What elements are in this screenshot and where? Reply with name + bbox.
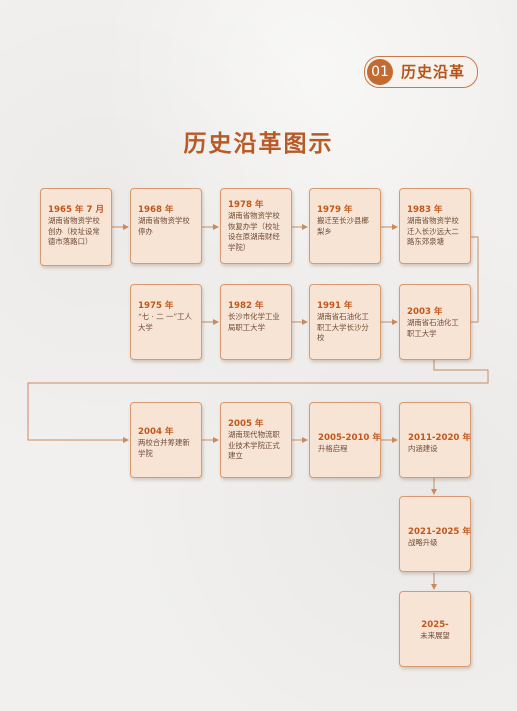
node-desc: 湖南省物资学校创办（校址设常德市落路口） (48, 216, 100, 246)
bracket-r1-r2 (470, 236, 479, 323)
node-year: 1983 年 (407, 205, 443, 215)
node-desc: 湖南省物资学校恢复办学（校址设在原湖南财经学院） (228, 211, 280, 252)
connector-r2-r3 (27, 360, 489, 443)
node-year: 2011-2020 年 (408, 433, 471, 443)
node-year: 1968 年 (138, 205, 174, 215)
node-desc: 未来展望 (420, 631, 450, 640)
node-year: 2025- (421, 620, 449, 630)
node-desc: 长沙市化学工业局职工大学 (228, 312, 280, 332)
node-desc: 两校合并筹建新学院 (138, 438, 190, 458)
node-year: 2005-2010 年 (318, 433, 381, 443)
timeline-node-1975: 1975 年 “七 · 二 一”工人大学 (130, 284, 202, 360)
node-desc: 湖南省石油化工职工大学长沙分校 (317, 312, 369, 342)
timeline-node-2025: 2025- 未来展望 (399, 591, 471, 667)
section-badge: 01 历史沿革 (364, 56, 478, 88)
timeline-node-1982: 1982 年 长沙市化学工业局职工大学 (220, 284, 292, 360)
timeline-node-1983: 1983 年 湖南省物资学校迁入长沙远大二路东郊泉塘 (399, 188, 471, 264)
node-year: 1991 年 (317, 301, 353, 311)
node-desc: 湖南省石油化工职工大学 (407, 318, 459, 338)
timeline-node-1978: 1978 年 湖南省物资学校恢复办学（校址设在原湖南财经学院） (220, 188, 292, 264)
timeline-node-1965: 1965 年 7 月 湖南省物资学校创办（校址设常德市落路口） (40, 188, 112, 266)
node-year: 1979 年 (317, 205, 353, 215)
section-title: 历史沿革 (401, 63, 466, 81)
node-desc: “七 · 二 一”工人大学 (138, 312, 192, 332)
node-desc: 升格启程 (318, 444, 348, 453)
node-year: 1965 年 7 月 (48, 205, 105, 215)
timeline-node-2005: 2005 年 湖南现代物流职业技术学院正式建立 (220, 402, 292, 478)
timeline-node-2005-2010: 2005-2010 年 升格启程 (309, 402, 381, 478)
node-desc: 湖南省物资学校迁入长沙远大二路东郊泉塘 (407, 216, 459, 246)
timeline-node-2011-2020: 2011-2020 年 内涵建设 (399, 402, 471, 478)
timeline-node-2021-2025: 2021-2025 年 战略升级 (399, 496, 471, 572)
timeline-node-2004: 2004 年 两校合并筹建新学院 (130, 402, 202, 478)
node-desc: 搬迁至长沙县榔梨乡 (317, 216, 369, 236)
timeline-node-2003: 2003 年 湖南省石油化工职工大学 (399, 284, 471, 360)
node-year: 2004 年 (138, 427, 174, 437)
node-desc: 湖南现代物流职业技术学院正式建立 (228, 430, 280, 460)
node-year: 1978 年 (228, 200, 264, 210)
timeline-node-1991: 1991 年 湖南省石油化工职工大学长沙分校 (309, 284, 381, 360)
timeline-node-1979: 1979 年 搬迁至长沙县榔梨乡 (309, 188, 381, 264)
node-desc: 战略升级 (408, 538, 438, 547)
node-year: 1982 年 (228, 301, 264, 311)
node-year: 2021-2025 年 (408, 527, 471, 537)
node-year: 2003 年 (407, 307, 443, 317)
node-desc: 内涵建设 (408, 444, 438, 453)
node-desc: 湖南省物资学校停办 (138, 216, 190, 236)
section-number: 01 (367, 59, 393, 85)
page-title: 历史沿革图示 (183, 130, 334, 157)
node-year: 2005 年 (228, 419, 264, 429)
timeline-node-1968: 1968 年 湖南省物资学校停办 (130, 188, 202, 264)
node-year: 1975 年 (138, 301, 174, 311)
